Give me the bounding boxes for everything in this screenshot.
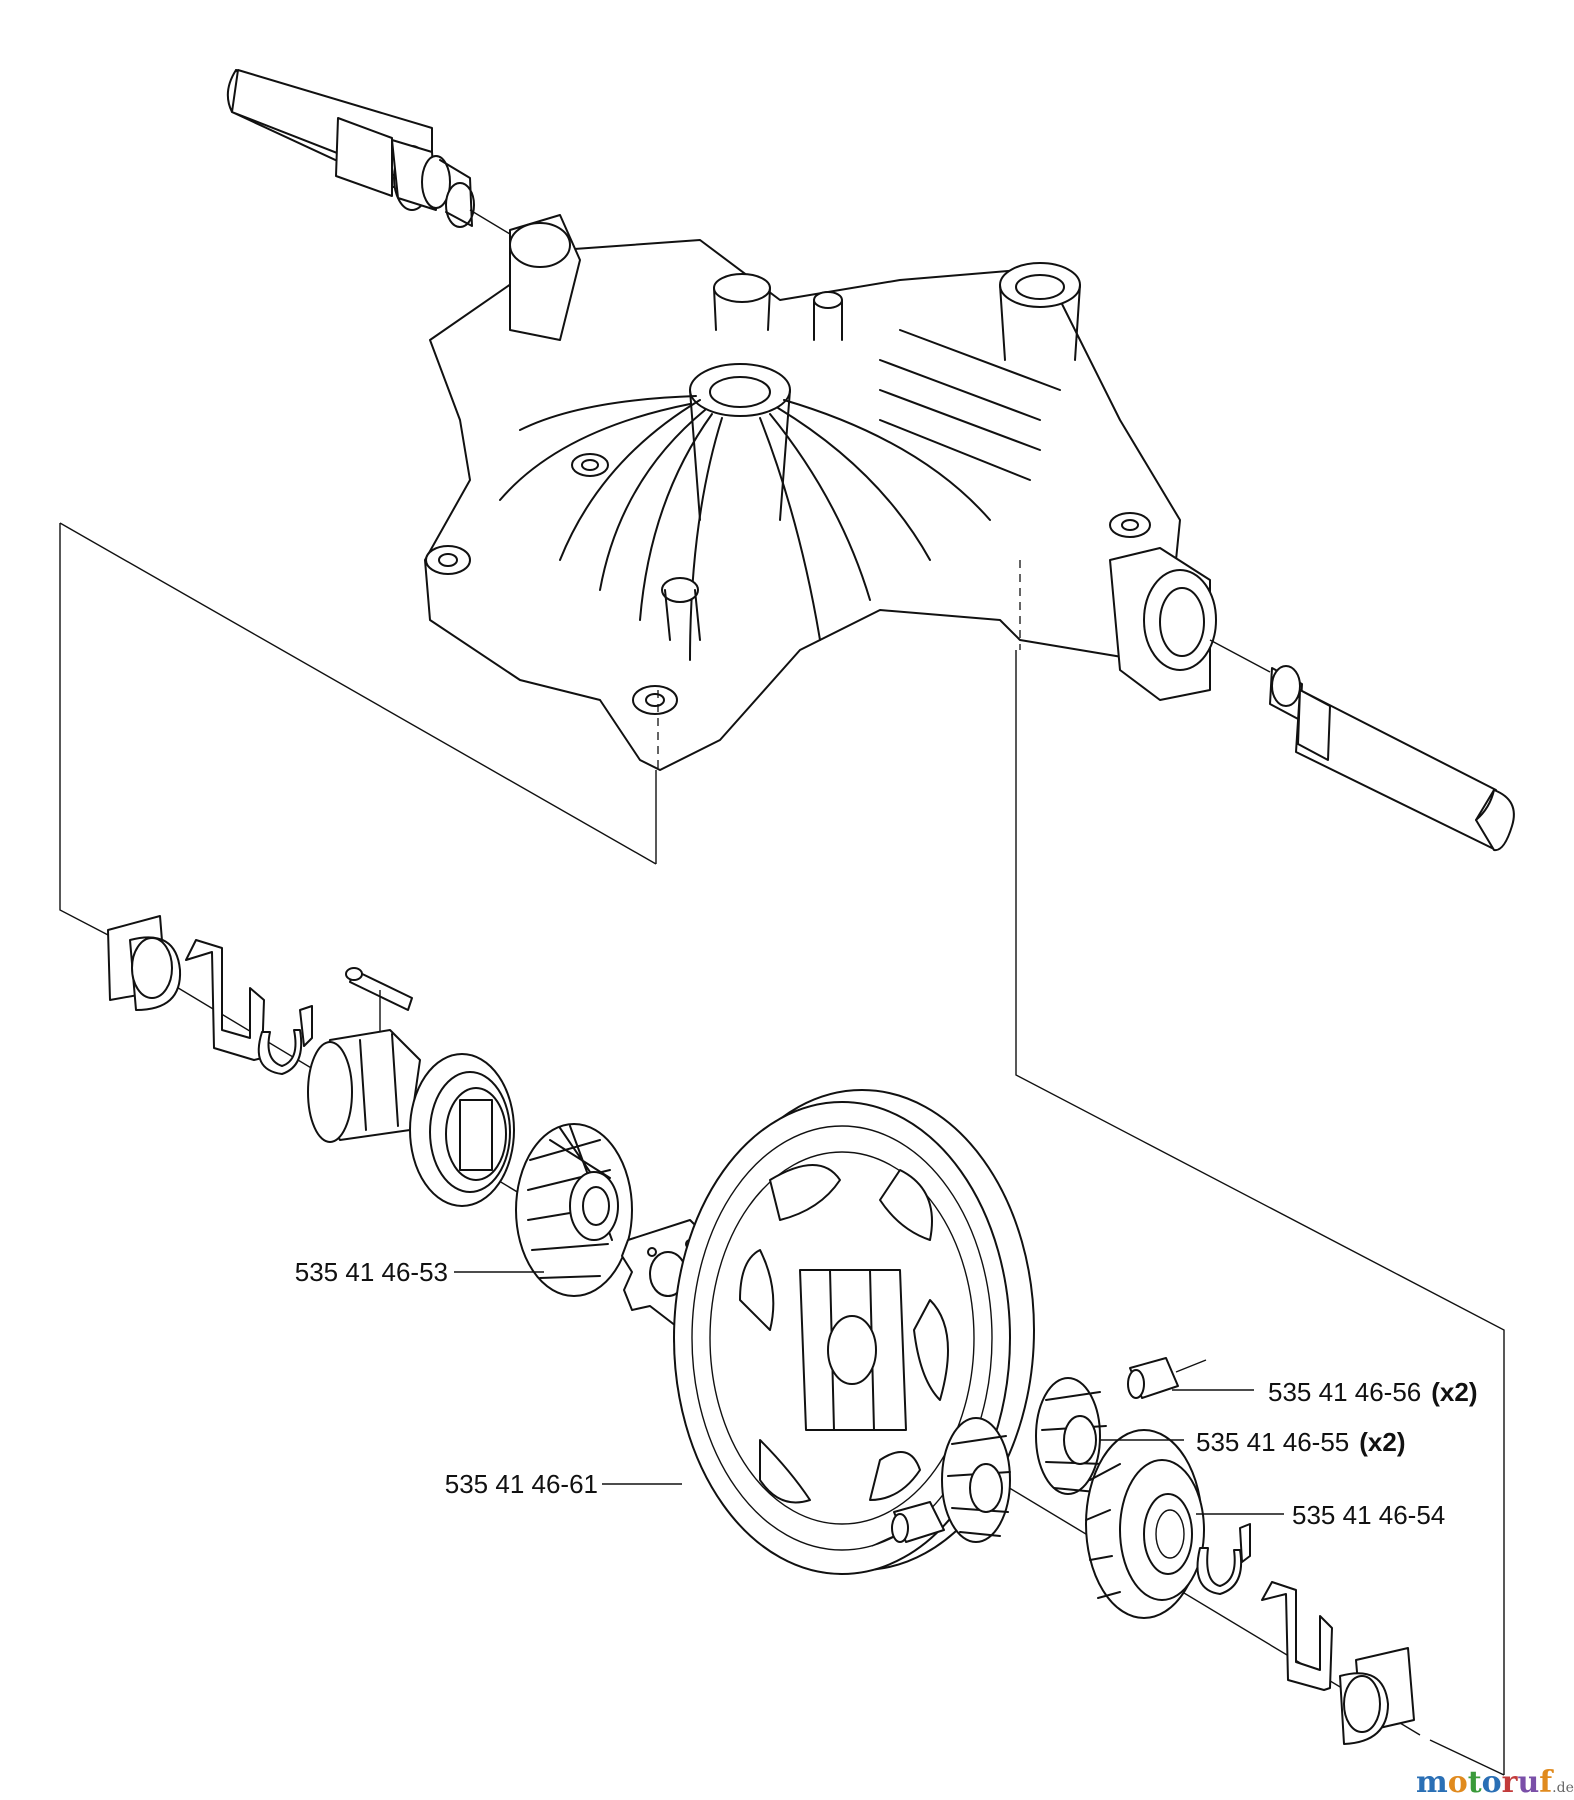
wm-letter-1: o [1448, 1765, 1468, 1800]
side-gear-54 [1085, 1429, 1205, 1619]
wm-letter-5: u [1517, 1765, 1539, 1800]
part-label-54[interactable]: 535 41 46-54 [1292, 1500, 1445, 1530]
shift-collar [307, 1029, 421, 1143]
bevel-gear-53 [515, 1123, 633, 1297]
part-qty-55: (x2) [1359, 1427, 1405, 1457]
transaxle-housing [424, 214, 1217, 771]
pinion-gear-55 [1035, 1377, 1107, 1495]
left-axle-shaft [226, 69, 521, 241]
pin [345, 967, 413, 1040]
wm-letter-6: f [1539, 1765, 1554, 1800]
right-axle-shaft [1209, 639, 1515, 852]
part-label-56[interactable]: 535 41 46-56 (x2) [1268, 1377, 1478, 1407]
spider-block-56-b [871, 1501, 945, 1547]
shift-ring [409, 1053, 515, 1207]
right-shim-washer [1261, 1581, 1333, 1691]
wm-letter-3: o [1482, 1765, 1502, 1800]
left-shim-washer [185, 939, 265, 1061]
leader-lines [454, 1271, 1284, 1515]
part-label-55[interactable]: 535 41 46-55 (x2) [1196, 1427, 1406, 1457]
part-number-56: 535 41 46-56 [1268, 1377, 1421, 1407]
part-number-55: 535 41 46-55 [1196, 1427, 1349, 1457]
wm-letter-2: t [1468, 1765, 1482, 1800]
callout-labels: 535 41 46-53 535 41 46-61 535 41 46-56 (x… [295, 1257, 1478, 1530]
part-qty-56: (x2) [1431, 1377, 1477, 1407]
part-label-53[interactable]: 535 41 46-53 [295, 1257, 448, 1287]
svg-text:motoruf.de: motoruf.de [1416, 1765, 1574, 1800]
pinion-gear-55-b [941, 1417, 1011, 1543]
part-label-61[interactable]: 535 41 46-61 [445, 1469, 598, 1499]
left-bearing [107, 915, 182, 1011]
wm-letter-0: m [1416, 1765, 1448, 1800]
ring-gear-61 [673, 1089, 1035, 1575]
left-retaining-clip [257, 1005, 313, 1075]
right-bearing [1339, 1647, 1415, 1745]
wm-suffix: .de [1552, 1780, 1574, 1796]
wm-letter-4: r [1502, 1765, 1519, 1800]
right-retaining-clip [1196, 1523, 1251, 1595]
spider-block-56 [1127, 1357, 1207, 1399]
watermark-logo: motoruf.de [1416, 1765, 1574, 1800]
